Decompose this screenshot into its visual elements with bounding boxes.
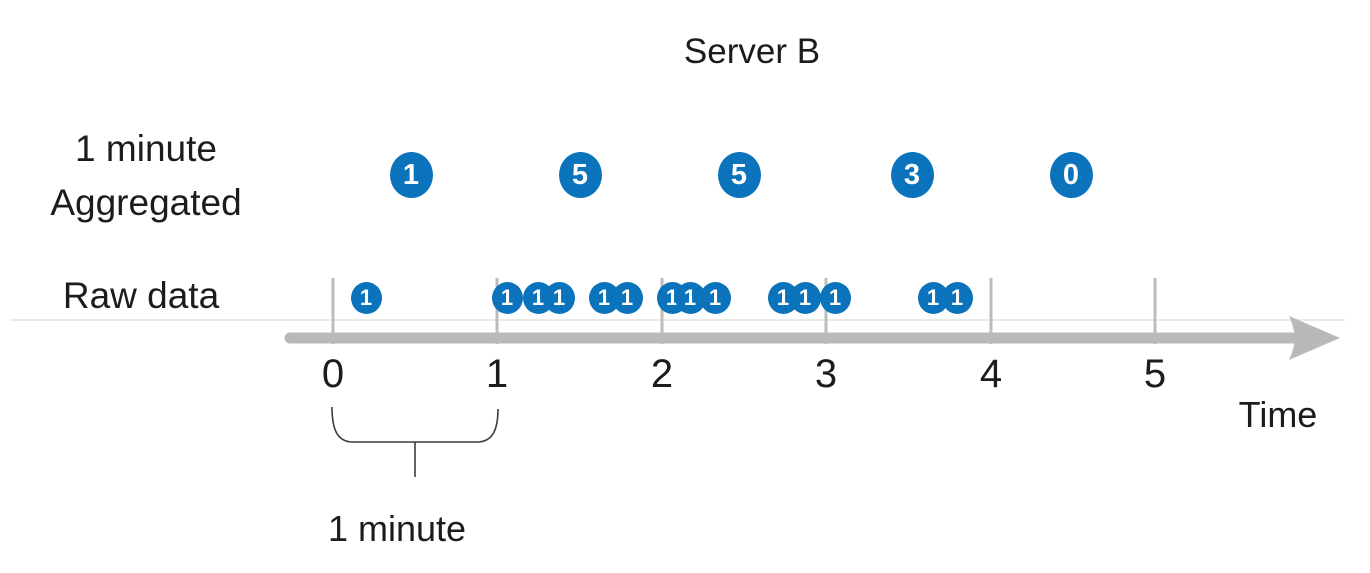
raw-data-bubble: 1 (491, 282, 523, 314)
time-axis-arrow (284, 316, 1340, 360)
axis-tick-label-5: 5 (1143, 352, 1167, 396)
time-axis-label: Time (1238, 394, 1318, 435)
axis-tick-label-1: 1 (485, 352, 509, 396)
aggregated-row-label: 1 minute Aggregated (50, 122, 241, 230)
interval-brace-label: 1 minute (327, 508, 467, 549)
aggregated-value-bubble: 3 (890, 152, 934, 198)
raw-data-bubble: 1 (699, 282, 731, 314)
interval-brace (331, 406, 499, 477)
aggregated-row-label-line1: 1 minute (75, 128, 217, 169)
aggregated-value-bubble: 5 (558, 152, 602, 198)
raw-data-bubble: 1 (941, 282, 973, 314)
page-title: Server B (683, 32, 821, 71)
axis-tick-label-0: 0 (321, 352, 345, 396)
axis-tick-label-4: 4 (979, 352, 1003, 396)
raw-data-bubble: 1 (789, 282, 821, 314)
aggregated-value-bubble: 1 (389, 152, 433, 198)
raw-data-bubble: 1 (350, 282, 382, 314)
axis-tick-label-2: 2 (650, 352, 674, 396)
aggregated-row-label-line2: Aggregated (50, 182, 242, 223)
raw-row-label: Raw data (62, 275, 220, 316)
aggregated-value-bubble: 0 (1049, 152, 1093, 198)
raw-data-bubble: 1 (819, 282, 851, 314)
raw-data-bubble: 1 (611, 282, 643, 314)
aggregated-value-bubble: 5 (717, 152, 761, 198)
time-axis-arrowhead (1289, 316, 1340, 360)
raw-data-bubble: 1 (543, 282, 575, 314)
axis-tick-label-3: 3 (814, 352, 838, 396)
